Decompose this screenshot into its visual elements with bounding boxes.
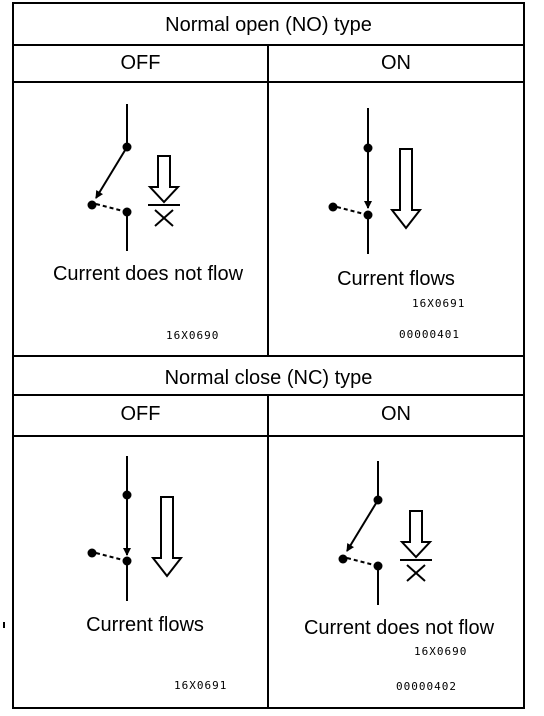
caption-no-on: Current flows [337,268,455,290]
caption-no-off: Current does not flow [52,263,244,285]
section-title-nc-type: Normal close (NC) type [164,367,373,389]
current-flow-arrow-icon [150,496,184,578]
no-current-arrow-icon [399,510,433,582]
nc-off-switch-symbol [87,456,132,601]
caption-nc-off: Current flows [86,614,204,636]
section-title-no-type: Normal open (NO) type [165,14,372,36]
table-grid [12,2,525,709]
column-header-on: ON [381,52,411,74]
figure-code: 16X0691 [174,679,228,692]
no-off-switch-symbol [87,104,132,251]
column-header-on: ON [381,403,411,425]
no-current-arrow-icon [147,155,181,227]
figure-code: 00000401 [399,328,460,341]
figure-code: 16X0690 [166,329,220,342]
figure-code: 16X0690 [414,645,468,658]
caption-nc-on: Current does not flow [303,617,495,639]
figure-code: 00000402 [396,680,457,693]
current-flow-arrow-icon [389,148,423,230]
no-on-switch-symbol [328,108,373,254]
column-header-off: OFF [120,403,161,425]
figure-code: 16X0691 [412,297,466,310]
nc-on-switch-symbol [338,461,383,605]
column-header-off: OFF [120,52,161,74]
